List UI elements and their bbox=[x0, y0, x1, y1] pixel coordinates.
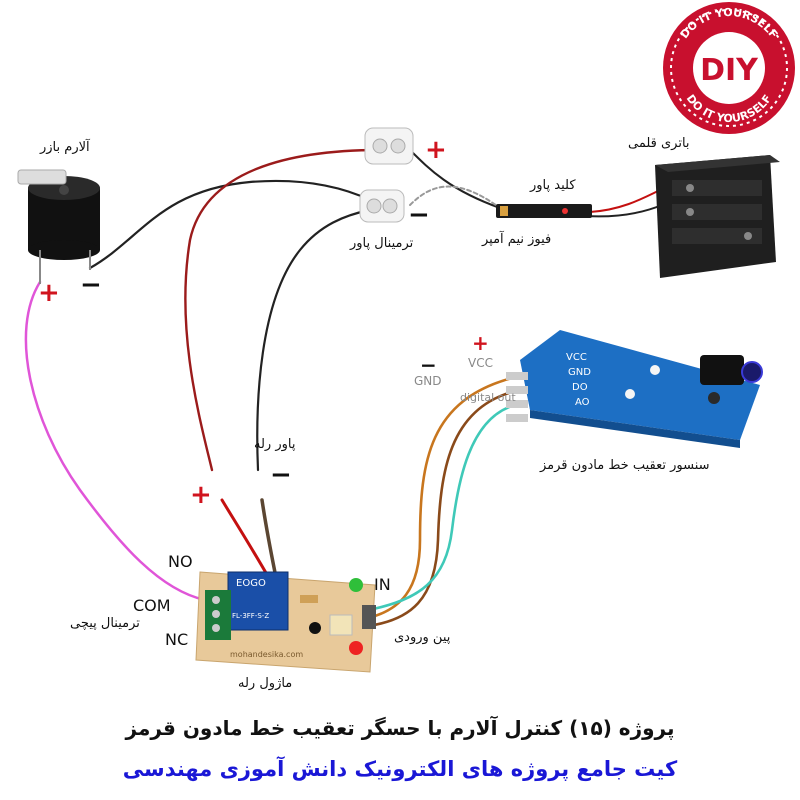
input-pins-label: پین ورودی bbox=[394, 630, 451, 645]
gnd-label: GND bbox=[414, 374, 442, 388]
digital-out-label: digital out bbox=[460, 391, 516, 404]
svg-text:DIY: DIY bbox=[700, 53, 759, 88]
buzzer-negative-wire bbox=[88, 179, 372, 270]
kit-title: کیت جامع پروژه های الکترونیک دانش آموزی … bbox=[122, 757, 678, 781]
relay-power-label: پاور رله bbox=[254, 437, 296, 452]
relay-power-red-wire bbox=[184, 148, 382, 472]
relay-pin-no: NO bbox=[168, 552, 193, 571]
sensor-pin-do: DO bbox=[572, 382, 588, 393]
relay-pin-com: COM bbox=[133, 596, 171, 615]
sensor-pin-vcc: VCC bbox=[566, 352, 587, 363]
diy-seal-graphic: DIY DO IT YOURSELF DO IT YOURSELF bbox=[663, 2, 795, 134]
pcb-url-mark: mohandesika.com bbox=[230, 650, 304, 659]
relay-model-mark: FL-3FF-S-Z bbox=[232, 612, 270, 620]
power-terminal-block bbox=[359, 127, 414, 223]
minus-sign-buzzer: − bbox=[80, 270, 102, 300]
plus-sign-vcc: + bbox=[472, 331, 489, 355]
diy-logo: DIY DO IT YOURSELF DO IT YOURSELF bbox=[655, 0, 800, 140]
minus-sign-gnd: − bbox=[420, 353, 437, 377]
relay-pin-in: IN bbox=[374, 575, 391, 594]
battery-red-wire bbox=[589, 189, 661, 213]
battery-holder bbox=[655, 155, 780, 278]
buzzer bbox=[17, 169, 100, 284]
fuse-label: فیوز نیم آمپر bbox=[482, 232, 552, 247]
sensor-pin-ao: AO bbox=[575, 397, 590, 408]
project-title: پروژه (۱۵) کنترل آلارم با حسگر تعقیب خط … bbox=[125, 716, 675, 740]
relay-power-black-wire bbox=[256, 208, 372, 472]
sensor-pin-gnd: GND bbox=[568, 367, 591, 378]
plus-sign-top-terminal: + bbox=[425, 135, 447, 165]
ir-sensor-board bbox=[506, 330, 763, 448]
relay-brand-mark: EOGO bbox=[236, 578, 266, 589]
twisted-wire-white bbox=[409, 185, 501, 209]
screw-terminal-label: ترمینال پیچی bbox=[70, 616, 140, 631]
switch-fuse bbox=[496, 204, 592, 218]
relay-module-board bbox=[195, 571, 376, 673]
sensor-label: سنسور تعقیب خط مادون قرمز bbox=[540, 458, 710, 473]
sensor-gnd-wire bbox=[366, 390, 514, 628]
sensor-do-wire bbox=[366, 404, 514, 612]
plus-sign-buzzer: + bbox=[38, 278, 60, 308]
buzzer-label: آلارم بازر bbox=[40, 140, 90, 155]
magenta-wire bbox=[24, 280, 207, 602]
minus-sign-top-terminal: − bbox=[408, 200, 430, 230]
relay-module-label: ماژول رله bbox=[238, 676, 293, 691]
power-terminal-label: ترمینال پاور bbox=[350, 236, 414, 251]
battery-label: باتری قلمی bbox=[628, 136, 690, 151]
relay-pin-nc: NC bbox=[165, 630, 189, 649]
vcc-label: VCC bbox=[468, 356, 493, 370]
power-switch-label: کلید پاور bbox=[530, 178, 576, 193]
minus-sign-relay-power: − bbox=[270, 460, 292, 490]
plus-sign-relay-power: + bbox=[190, 480, 212, 510]
twisted-wire-black bbox=[409, 149, 501, 209]
